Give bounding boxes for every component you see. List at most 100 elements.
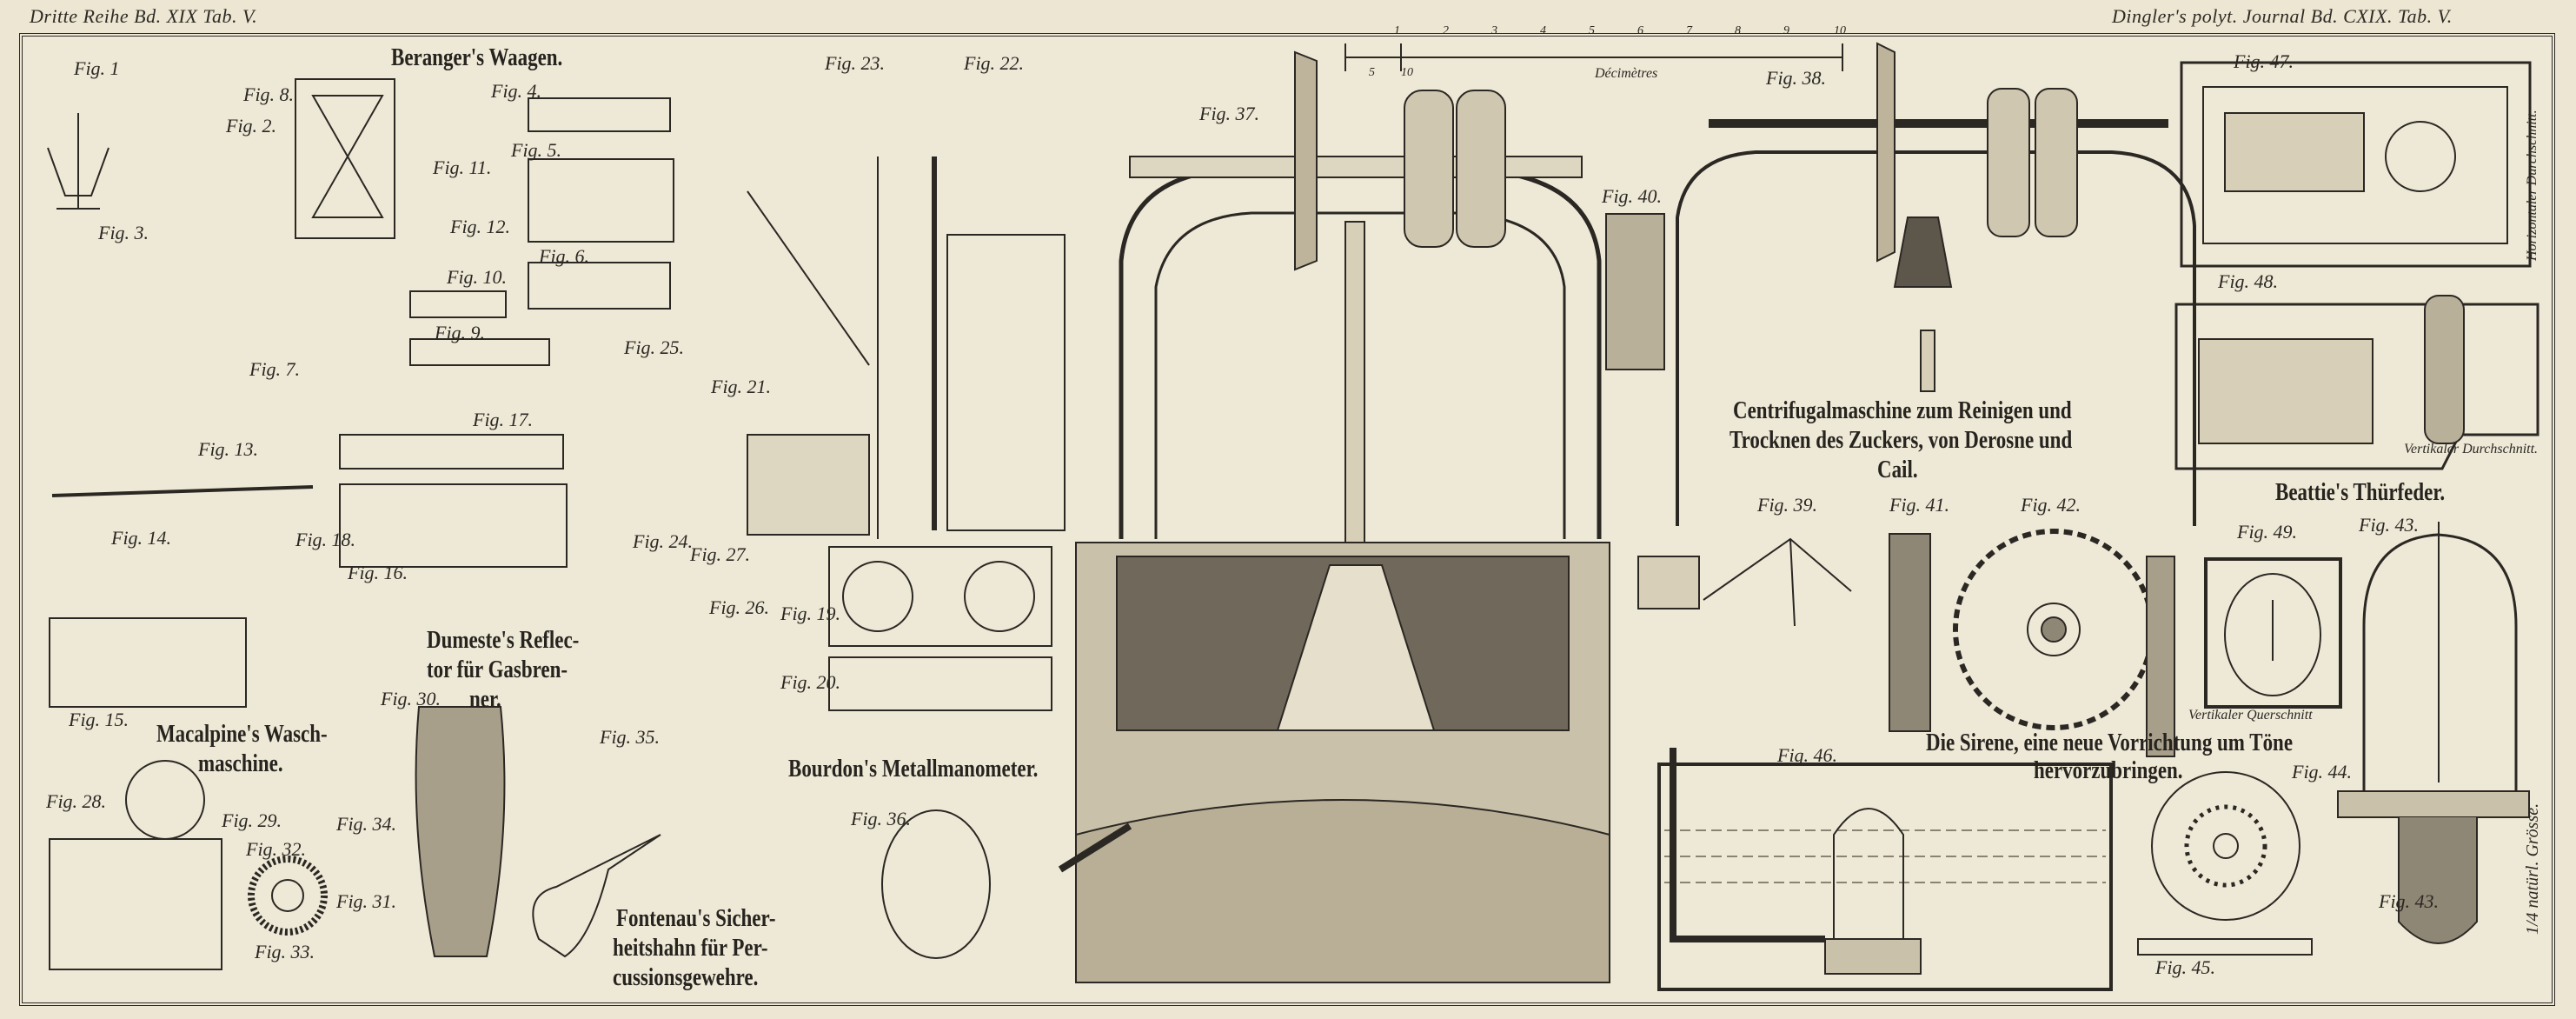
title-dumeste-3: ner. <box>469 686 501 713</box>
fig-label: Fig. 35. <box>600 726 661 748</box>
header-right: Dingler's polyt. Journal Bd. CXIX. Tab. … <box>2112 5 2453 27</box>
fig-label: Fig. 18. <box>295 529 356 550</box>
title-fontenau-1: Fontenau's Sicher- <box>616 905 776 932</box>
fig-label: Fig. 10. <box>447 266 508 288</box>
header-left: Dritte Reihe Bd. XIX Tab. V. <box>30 5 258 27</box>
fig-label: Fig. 36. <box>851 808 912 829</box>
fig-label: Fig. 4. <box>491 80 542 102</box>
scale-tick-label: 5 <box>1369 66 1375 79</box>
fig-label: Fig. 29. <box>222 809 282 831</box>
fig-label: Fig. 23. <box>825 52 886 74</box>
fig-label: Fig. 33. <box>255 941 315 962</box>
fig-label: Fig. 46. <box>1777 744 1838 766</box>
fig-label: Fig. 6. <box>539 245 590 267</box>
title-dumeste-2: tor für Gasbren- <box>427 656 568 683</box>
fig-label: Fig. 45. <box>2155 956 2216 978</box>
fig-label: Fig. 38. <box>1766 67 1827 89</box>
scale-tick-label: 10 <box>1834 24 1846 37</box>
note-horizontal-section: Horizontaler Durchschnitt. <box>2525 110 2539 261</box>
title-centrifugal-3: Cail. <box>1877 456 1918 483</box>
worm-shaft <box>2146 556 2175 757</box>
cross-section-fig49 <box>2204 557 2342 709</box>
title-beattie: Beattie's Thürfeder. <box>2275 479 2446 506</box>
door-spring-vertical-fig48 <box>2174 295 2539 470</box>
title-centrifugal-1: Centrifugalmaschine zum Reinigen und <box>1733 397 2072 424</box>
fig-label: Fig. 13. <box>198 438 259 460</box>
scale-tick-label: 4 <box>1540 24 1546 37</box>
fig-label: Fig. 32. <box>246 838 307 860</box>
valve-fig39 <box>1637 537 1852 627</box>
fig-label: Fig. 21. <box>711 376 772 397</box>
tank-fig46 <box>1657 748 2113 991</box>
fig-label: Fig. 49. <box>2237 521 2298 543</box>
scale-tick-label: 5 <box>1589 24 1595 37</box>
sieve-mesh-fig40 <box>1605 213 1665 370</box>
fig-label: Fig. 34. <box>336 813 397 835</box>
fig-label: Fig. 1 <box>74 57 120 79</box>
title-macalpine-2: maschine. <box>198 750 283 777</box>
fig-label: Fig. 15. <box>69 709 129 730</box>
scale-tick-label: 8 <box>1735 24 1741 37</box>
fig-label: Fig. 26. <box>709 596 770 618</box>
dome-apparatus-fig43 <box>2337 522 2530 944</box>
title-centrifugal-2: Trocknen des Zuckers, von Derosne und <box>1730 427 2073 454</box>
fig-label: Fig. 42. <box>2021 494 2081 516</box>
fig-label: Fig. 5. <box>511 139 562 161</box>
scale-tick-label: 9 <box>1783 24 1789 37</box>
scale-tick-label: 2 <box>1443 24 1449 37</box>
centrifugal-machine-fig38 <box>1676 42 2196 526</box>
signal-apparatus-fig21 <box>747 157 1066 539</box>
title-sirene-1: Die Sirene, eine neue Vorrichtung um Tön… <box>1926 729 2294 756</box>
fig-label: Fig. 41. <box>1889 494 1950 516</box>
fig-label: Fig. 25. <box>624 336 685 358</box>
fig-label: Fig. 20. <box>780 671 841 693</box>
fig-label: Fig. 8. <box>243 83 295 105</box>
title-dumeste-1: Dumeste's Reflec- <box>427 627 580 654</box>
fig-label: Fig. 47. <box>2234 50 2294 72</box>
title-bourdon: Bourdon's Metallmanometer. <box>788 756 1039 783</box>
gun-hammer-fig35 <box>532 834 661 958</box>
fig-label: Fig. 16. <box>348 562 408 583</box>
note-scale: 1/4 natürl. Grösse. <box>2523 803 2542 935</box>
centrifugal-machine-fig37 <box>1058 50 1610 983</box>
fig-label: Fig. 40. <box>1602 185 1663 207</box>
fig-label: Fig. 19. <box>780 603 841 624</box>
fig-label: Fig. 30. <box>381 688 442 709</box>
note-vertical-cross-section: Vertikaler Querschnitt <box>2188 708 2313 723</box>
scale-diagrams <box>47 78 674 708</box>
door-spring-horizontal-fig47 <box>2180 61 2532 268</box>
fig-label: Fig. 9. <box>435 322 486 343</box>
fig-label: Fig. 11. <box>433 157 492 178</box>
disc-fig32 <box>248 856 328 936</box>
scale-tick-label: 6 <box>1637 24 1643 37</box>
scale-tick-label: 3 <box>1491 24 1497 37</box>
fig-label: Fig. 7. <box>249 358 301 380</box>
fig-label: Fig. 12. <box>450 216 511 237</box>
fig-label: Fig. 44. <box>2292 761 2353 783</box>
fig-label: Fig. 17. <box>473 409 534 430</box>
decimetre-scale <box>1344 43 1843 71</box>
scale-tick-label: 10 <box>1401 66 1413 79</box>
note-vertical-section: Vertikaler Durchschnitt. <box>2404 442 2539 456</box>
fig-label: Fig. 43. <box>2379 890 2440 912</box>
fig-label: Fig. 27. <box>690 543 751 565</box>
fig-label: Fig. 24. <box>633 530 694 552</box>
scale-unit-label: Décimètres <box>1595 66 1658 81</box>
disc-fig44 <box>2137 771 2313 956</box>
fig-label: Fig. 43. <box>2359 514 2420 536</box>
fig-label: Fig. 37. <box>1199 103 1260 124</box>
washing-machine-fig28 <box>49 760 222 970</box>
title-sirene-2: hervorzubringen. <box>2034 757 2183 784</box>
scale-tick-label: 1 <box>1394 24 1400 37</box>
fig-label: Fig. 31. <box>336 890 397 912</box>
siren-disc-fig42 <box>1953 529 2154 730</box>
title-beranger: Beranger's Waagen. <box>391 44 563 71</box>
fig-label: Fig. 39. <box>1757 494 1818 516</box>
helical-gear-fig41 <box>1889 533 1931 732</box>
fig-label: Fig. 22. <box>964 52 1025 74</box>
manometer-diagrams <box>828 546 1052 959</box>
fig-label: Fig. 2. <box>226 115 277 137</box>
title-macalpine-1: Macalpine's Wasch- <box>156 721 328 748</box>
title-fontenau-2: heitshahn für Per- <box>613 935 768 962</box>
